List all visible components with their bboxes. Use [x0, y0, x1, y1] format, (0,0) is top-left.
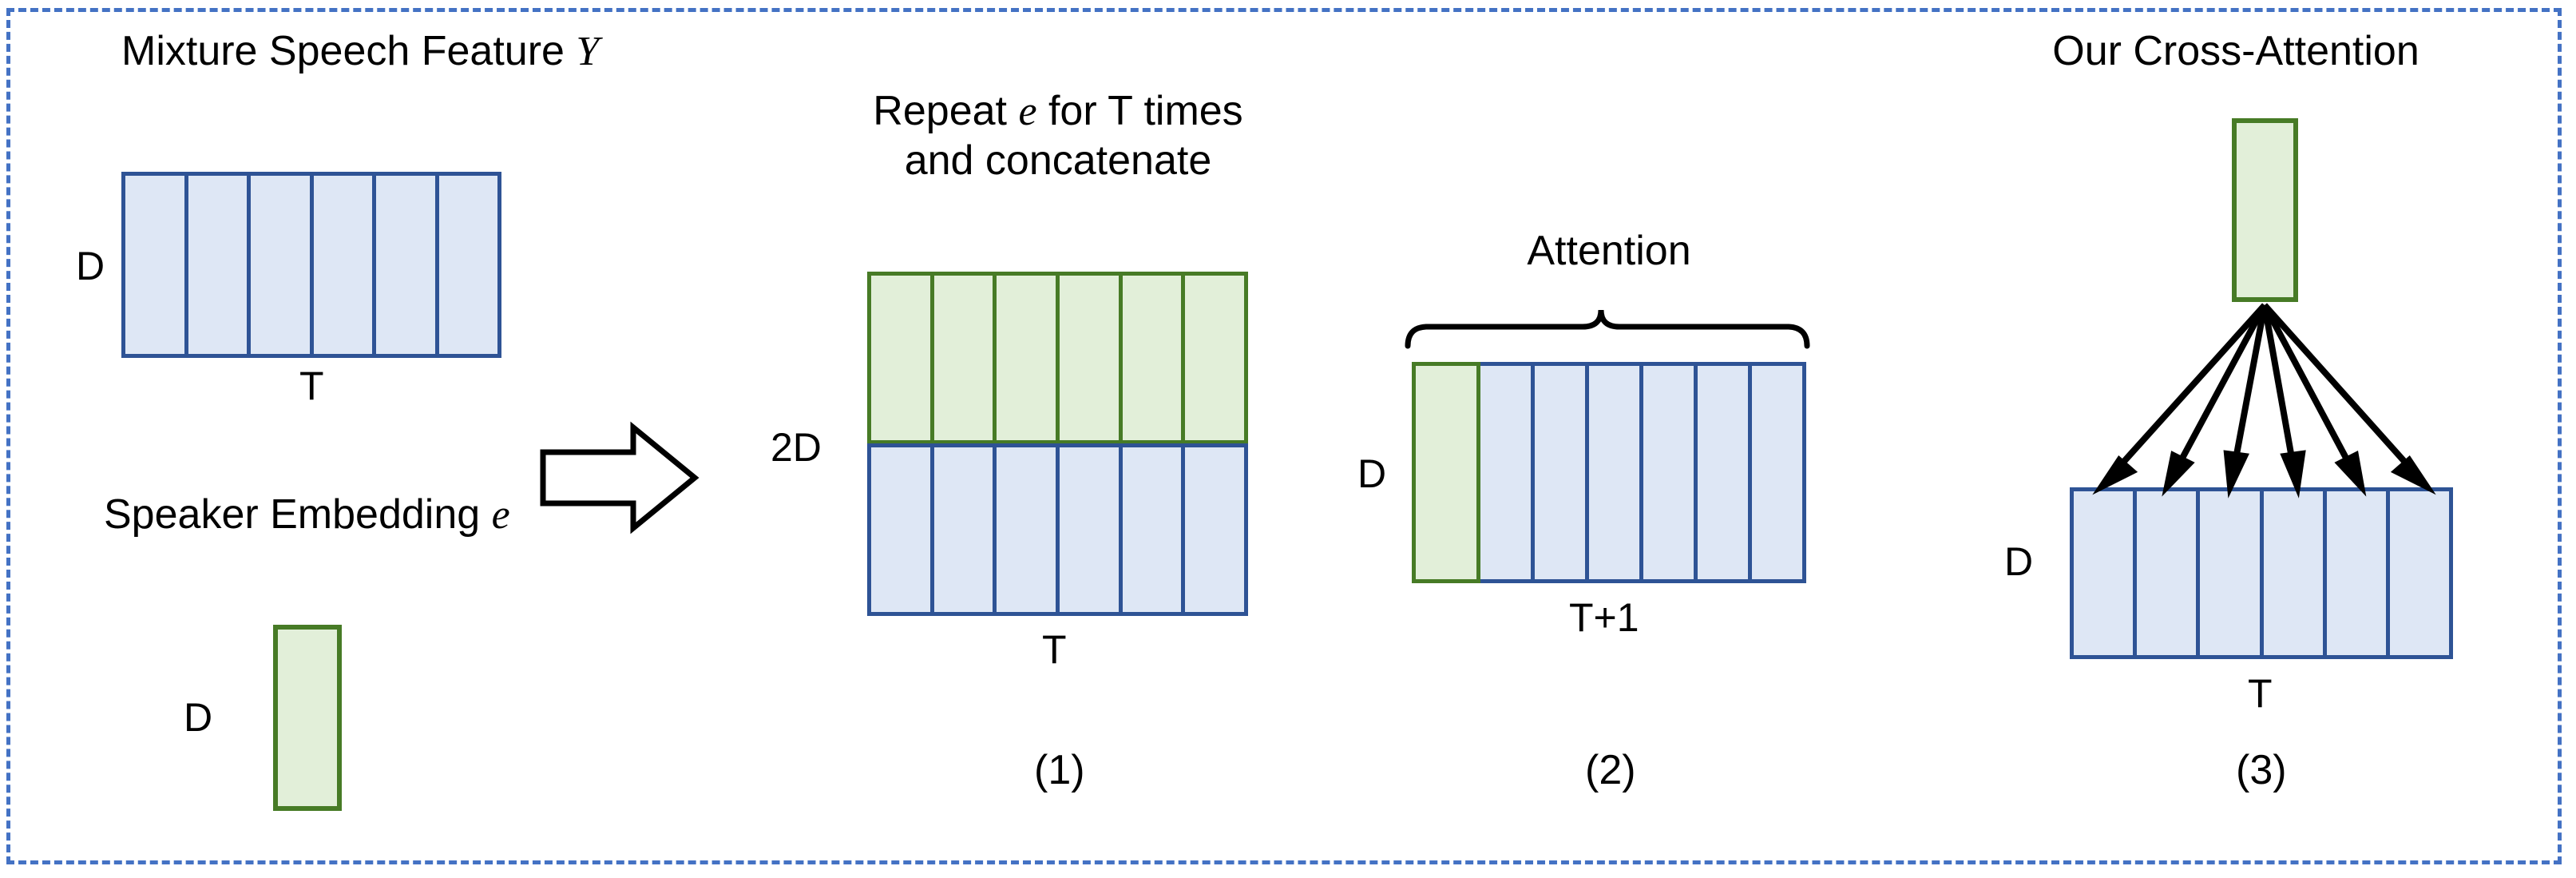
- mixture-cell: [125, 176, 184, 354]
- panel3-query-embedding-column: [2232, 118, 2298, 302]
- panel3-blue-cell: [2196, 491, 2259, 655]
- panel3-dim-left-label: D: [2004, 539, 2034, 584]
- mixture-speech-feature-title-text: Mixture Speech Feature: [121, 28, 577, 74]
- panel1-green-cell: [1181, 276, 1244, 440]
- speaker-dim-left-label: D: [184, 695, 213, 740]
- figure-dashed-border: [6, 8, 2562, 864]
- panel3-dim-bottom-label: T: [2248, 671, 2273, 716]
- panel1-title-suffix: for T times: [1036, 88, 1243, 134]
- mixture-speech-feature-variable: Y: [576, 29, 600, 74]
- panel1-speech-feature-block: [867, 443, 1248, 616]
- panel2-blue-cell: [1748, 366, 1802, 579]
- panel2-dim-left-label: D: [1357, 451, 1387, 496]
- panel1-title-variable: e: [1018, 89, 1037, 134]
- mixture-speech-feature-title: Mixture Speech Feature Y: [121, 28, 599, 76]
- panel1-green-cell: [871, 276, 930, 440]
- mixture-speech-feature-block: [121, 172, 501, 358]
- panel1-green-cell: [1118, 276, 1182, 440]
- panel1-title-prefix: Repeat: [873, 88, 1019, 134]
- panel1-title-line1: Repeat e for T times: [870, 88, 1246, 136]
- panel2-dim-bottom-label: T+1: [1569, 595, 1639, 640]
- mixture-cell: [309, 176, 373, 354]
- panel1-blue-cell: [993, 447, 1056, 612]
- panel3-caption: (3): [2236, 747, 2287, 793]
- panel2-title: Attention: [1527, 228, 1691, 274]
- panel1-green-cell: [993, 276, 1056, 440]
- mixture-cell: [184, 176, 248, 354]
- panel1-dim-left-label: 2D: [771, 425, 822, 470]
- speaker-embedding-variable: e: [491, 492, 510, 538]
- panel1-blue-cell: [871, 447, 930, 612]
- panel2-blue-cell: [1531, 366, 1585, 579]
- panel3-title: Our Cross-Attention: [2052, 28, 2419, 74]
- speaker-embedding-column: [273, 625, 342, 811]
- speaker-embedding-title-text: Speaker Embedding: [104, 491, 492, 538]
- panel2-embedding-cell: [1412, 362, 1480, 583]
- panel3-blue-cell: [2133, 491, 2196, 655]
- mixture-dim-bottom-label: T: [299, 364, 324, 408]
- panel3-blue-cell: [2385, 491, 2449, 655]
- panel2-attention-input-block: [1412, 362, 1806, 583]
- panel3-speech-feature-block: [2070, 487, 2453, 659]
- mixture-cell: [372, 176, 435, 354]
- panel1-title-line2: and concatenate: [904, 137, 1212, 184]
- panel2-blue-cell: [1694, 366, 1748, 579]
- panel2-caption: (2): [1585, 747, 1636, 793]
- panel1-dim-bottom-label: T: [1042, 627, 1067, 672]
- panel1-green-cell: [1056, 276, 1119, 440]
- panel1-blue-cell: [929, 447, 993, 612]
- panel1-repeated-embedding-block: [867, 272, 1248, 444]
- panel1-blue-cell: [1118, 447, 1182, 612]
- mixture-cell: [434, 176, 498, 354]
- panel3-blue-cell: [2322, 491, 2386, 655]
- panel1-caption: (1): [1034, 747, 1085, 793]
- panel2-speech-cells: [1480, 362, 1806, 583]
- panel1-blue-cell: [1181, 447, 1244, 612]
- mixture-dim-left-label: D: [76, 244, 105, 288]
- panel2-blue-cell: [1585, 366, 1639, 579]
- speaker-embedding-title: Speaker Embedding e: [104, 491, 510, 539]
- mixture-cell: [247, 176, 310, 354]
- panel3-blue-cell: [2259, 491, 2323, 655]
- panel2-blue-cell: [1480, 366, 1531, 579]
- panel1-green-cell: [929, 276, 993, 440]
- panel3-blue-cell: [2074, 491, 2133, 655]
- panel2-blue-cell: [1639, 366, 1694, 579]
- panel1-blue-cell: [1056, 447, 1119, 612]
